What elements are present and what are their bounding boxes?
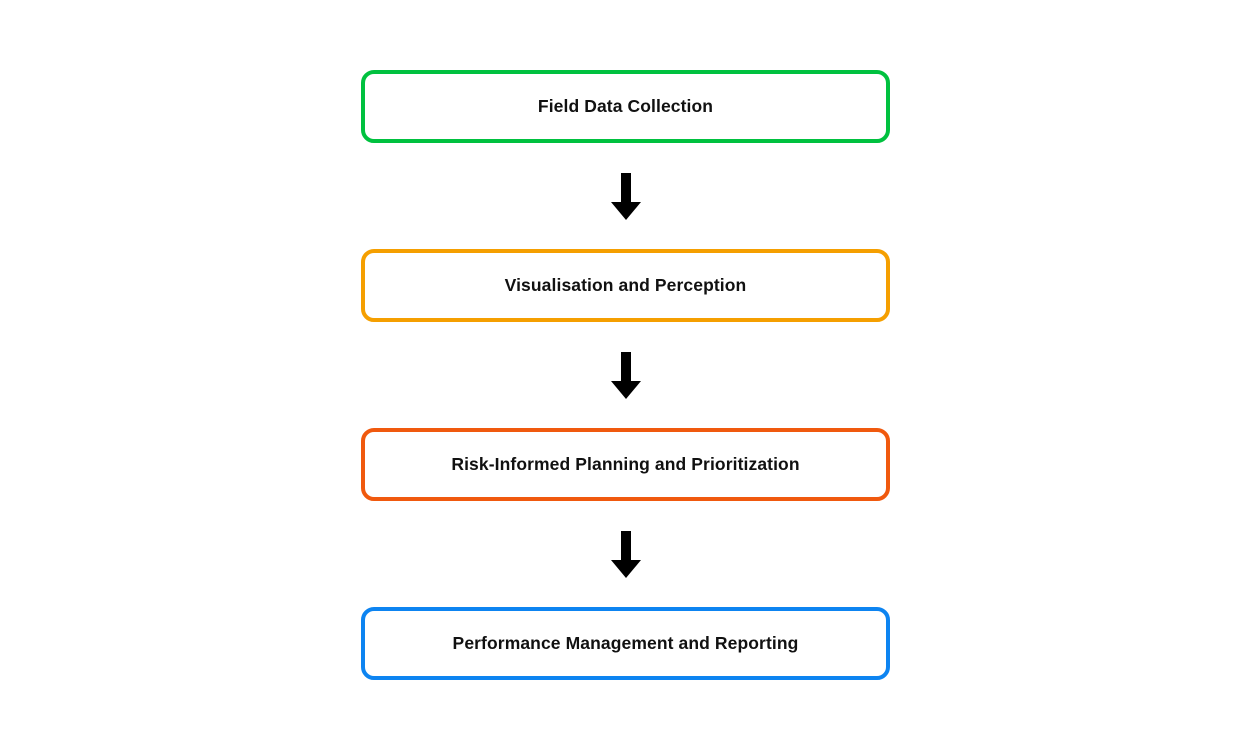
flowchart: Field Data Collection Visualisation and … [361,70,890,680]
flow-node-label: Field Data Collection [537,96,714,116]
arrow-stem [620,351,631,381]
flow-node-risk-informed-planning: Risk-Informed Planning and Prioritizatio… [361,428,890,501]
down-arrow-icon [610,143,641,249]
flow-node-field-data-collection: Field Data Collection [361,70,890,143]
flow-node-visualisation-and-perception: Visualisation and Perception [361,249,890,322]
arrow-head [610,380,641,399]
flow-node-label: Risk-Informed Planning and Prioritizatio… [451,454,800,474]
arrow-stem [620,172,631,202]
flow-node-label: Visualisation and Perception [504,275,747,295]
arrow-head [610,559,641,578]
down-arrow-icon [610,501,641,607]
down-arrow-icon [610,322,641,428]
arrow-head [610,201,641,220]
flow-node-performance-management: Performance Management and Reporting [361,607,890,680]
flow-node-label: Performance Management and Reporting [452,633,799,653]
arrow-stem [620,530,631,560]
